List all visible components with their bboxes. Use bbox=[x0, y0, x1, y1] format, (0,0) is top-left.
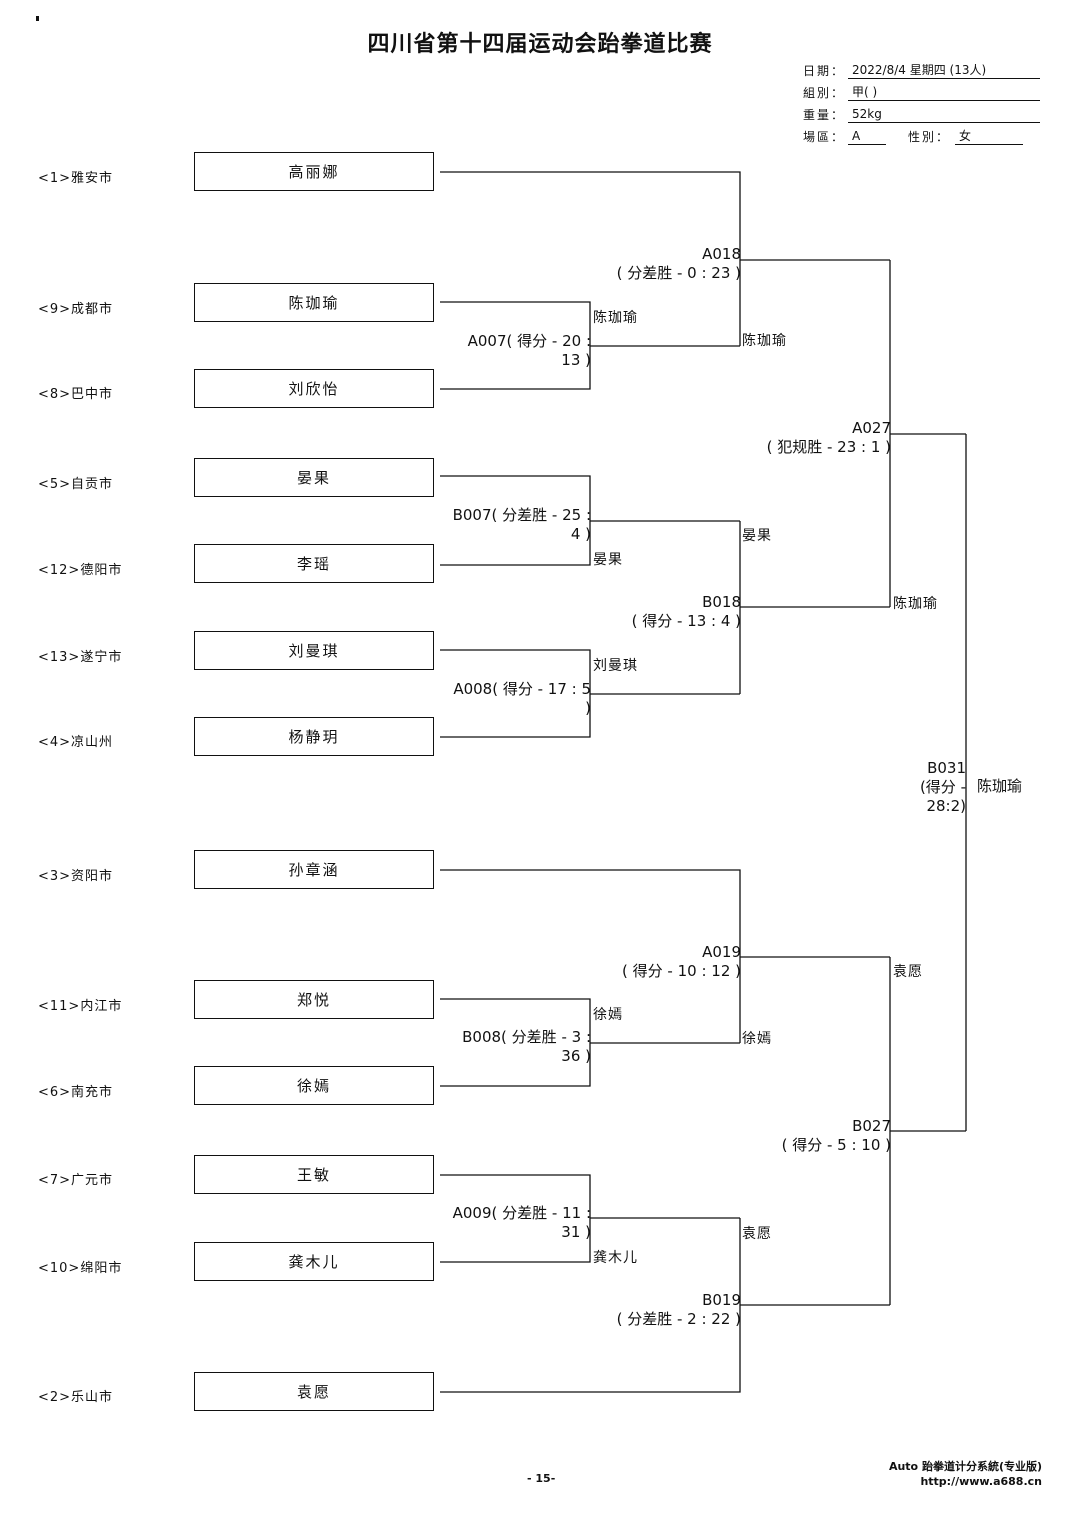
champion-name: 陈珈瑜 bbox=[977, 777, 1023, 795]
match-label: A007( 得分 - 20 :13 ) bbox=[467, 332, 591, 369]
match-winner: 晏果 bbox=[593, 552, 623, 568]
match-winner: 陈珈瑜 bbox=[742, 333, 787, 349]
seed-label: <2>乐山市 bbox=[38, 1390, 114, 1405]
entrant-box: 龚木儿 bbox=[194, 1242, 434, 1281]
bracket-B019 bbox=[440, 1218, 890, 1393]
final-match-label: B031(得分 -28:2) bbox=[919, 759, 966, 815]
gender-value: 女 bbox=[955, 129, 1023, 145]
match-label: B019( 分差胜 - 2 : 22 ) bbox=[616, 1291, 741, 1328]
match-label: B007( 分差胜 - 25 :4 ) bbox=[452, 506, 591, 543]
software-credit: Auto 跆拳道计分系統(专业版) bbox=[888, 1460, 1042, 1473]
seed-label: <7>广元市 bbox=[38, 1173, 114, 1188]
seed-label: <9>成都市 bbox=[38, 302, 114, 317]
match-winner: 袁愿 bbox=[893, 964, 923, 980]
entrant-box: 杨静玥 bbox=[194, 717, 434, 756]
seed-label: <4>凉山州 bbox=[38, 735, 114, 750]
page-title: 四川省第十四届运动会跆拳道比赛 bbox=[367, 32, 713, 57]
seed-label: <11>内江市 bbox=[38, 999, 123, 1014]
match-winner: 晏果 bbox=[742, 528, 772, 544]
date-label: 日期： bbox=[803, 64, 846, 78]
entrant-box: 陈珈瑜 bbox=[194, 283, 434, 322]
court-value: A bbox=[848, 129, 886, 145]
entrant-box: 孙章涵 bbox=[194, 850, 434, 889]
seed-label: <12>德阳市 bbox=[38, 563, 123, 578]
bracket-A018 bbox=[440, 171, 890, 346]
bracket-B018 bbox=[739, 521, 890, 694]
bracket-B008 bbox=[440, 998, 740, 1087]
match-label: A018( 分差胜 - 0 : 23 ) bbox=[616, 245, 741, 282]
bracket-A007 bbox=[440, 301, 740, 390]
match-winner: 徐嫣 bbox=[593, 1007, 623, 1023]
entrant-box: 袁愿 bbox=[194, 1372, 434, 1411]
match-label: A019( 得分 - 10 : 12 ) bbox=[622, 943, 741, 980]
bracket-B007 bbox=[440, 475, 740, 566]
entrant-box: 晏果 bbox=[194, 458, 434, 497]
seed-label: <1>雅安市 bbox=[38, 171, 114, 186]
match-winner: 陈珈瑜 bbox=[593, 310, 638, 326]
entrant-box: 郑悦 bbox=[194, 980, 434, 1019]
software-url: http://www.a688.cn bbox=[920, 1475, 1042, 1488]
match-label: A027( 犯规胜 - 23 : 1 ) bbox=[766, 419, 891, 456]
match-winner: 刘曼琪 bbox=[593, 658, 638, 674]
entrant-box: 高丽娜 bbox=[194, 152, 434, 191]
match-label: B008( 分差胜 - 3 :36 ) bbox=[462, 1028, 591, 1065]
gender-label: 性別： bbox=[908, 130, 951, 144]
seed-label: <5>自贡市 bbox=[38, 477, 114, 492]
match-winner: 陈珈瑜 bbox=[893, 596, 938, 612]
entrant-box: 刘欣怡 bbox=[194, 369, 434, 408]
seed-label: <10>绵阳市 bbox=[38, 1261, 123, 1276]
entrant-box: 刘曼琪 bbox=[194, 631, 434, 670]
date-value: 2022/8/4 星期四 (13人) bbox=[848, 63, 1040, 79]
seed-label: <8>巴中市 bbox=[38, 387, 114, 402]
match-label: A008( 得分 - 17 : 5) bbox=[453, 680, 591, 717]
seed-label: <13>遂宁市 bbox=[38, 650, 123, 665]
group-label: 組別： bbox=[803, 86, 846, 100]
bracket-A019 bbox=[440, 869, 890, 1043]
match-winner: 袁愿 bbox=[742, 1226, 772, 1242]
group-value: 甲( ) bbox=[848, 85, 1040, 101]
bracket-A027 bbox=[889, 260, 966, 607]
match-winner: 徐嫣 bbox=[742, 1031, 772, 1047]
page-number: - 15- bbox=[527, 1472, 556, 1485]
bracket-A008 bbox=[440, 649, 740, 738]
match-label: A009( 分差胜 - 11 :31 ) bbox=[452, 1204, 591, 1241]
weight-value: 52kg bbox=[848, 107, 1040, 123]
entrant-box: 王敏 bbox=[194, 1155, 434, 1194]
entrant-box: 徐嫣 bbox=[194, 1066, 434, 1105]
match-label: B018( 得分 - 13 : 4 ) bbox=[631, 593, 741, 630]
weight-label: 重量： bbox=[803, 108, 846, 122]
entrant-box: 李瑶 bbox=[194, 544, 434, 583]
seed-label: <3>资阳市 bbox=[38, 869, 114, 884]
seed-label: <6>南充市 bbox=[38, 1085, 114, 1100]
match-label: B027( 得分 - 5 : 10 ) bbox=[781, 1117, 891, 1154]
corner-mark bbox=[36, 16, 39, 21]
match-winner: 龚木儿 bbox=[593, 1250, 638, 1266]
bracket-A009 bbox=[440, 1174, 740, 1263]
bracket-B027 bbox=[889, 957, 966, 1305]
court-label: 場區： bbox=[803, 130, 846, 144]
